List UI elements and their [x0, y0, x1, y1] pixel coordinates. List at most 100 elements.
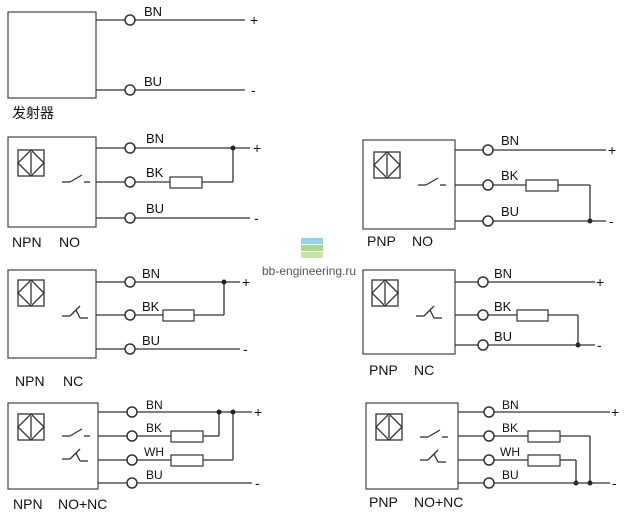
sensor-symbol-icon [17, 279, 45, 307]
terminal-bk [124, 309, 136, 321]
no-switch-icon [418, 177, 446, 186]
pnp-nonc-diagram: BN BK WH BU + - PNP NO+NC [365, 398, 619, 510]
resistor [527, 430, 561, 443]
nc-switch-icon [62, 448, 88, 462]
wire-label-bn: BN [146, 398, 163, 412]
switch-mode: NO+NC [58, 496, 107, 512]
output-type: PNP [367, 233, 396, 249]
terminal-bu [483, 477, 495, 489]
sensor-box [7, 136, 97, 228]
switch-mode: NC [414, 362, 434, 378]
minus-sign: - [609, 213, 614, 229]
sensor-symbol-icon [375, 413, 403, 441]
sensor-symbol-icon [17, 149, 45, 177]
emitter-box [7, 11, 97, 99]
plus-sign: + [611, 404, 619, 420]
resistor [162, 309, 195, 322]
wire-label-bu: BU [502, 468, 519, 482]
minus-sign: - [254, 210, 259, 226]
wire-label-bk: BK [502, 421, 518, 435]
no-switch-icon [62, 174, 90, 183]
emitter-label: 发射器 [12, 105, 54, 121]
terminal-bk [483, 430, 495, 442]
logo-icon [301, 238, 323, 258]
terminal-bu [126, 477, 138, 489]
nc-switch-icon [62, 305, 88, 319]
nc-switch-icon [416, 305, 442, 319]
resistor [170, 430, 204, 443]
switch-mode: NO [59, 234, 80, 250]
wire-label-wh: WH [500, 445, 520, 459]
pnp-no-diagram: BN BK BU + - PNP NO [362, 133, 616, 249]
npn-no-diagram: BN BK BU + - NPN NO [7, 131, 261, 250]
npn-nonc-diagram: BN BK WH BU + - NPN NO+NC [7, 398, 262, 512]
wire-label-bk: BK [501, 168, 519, 183]
resistor [525, 179, 559, 192]
minus-sign: - [255, 475, 260, 491]
resistor [169, 176, 203, 189]
switch-mode: NO+NC [414, 494, 463, 510]
terminal-bn [124, 276, 136, 288]
wire-label-bu: BU [494, 329, 512, 344]
terminal-bn [482, 144, 494, 156]
sensor-symbol-icon [17, 413, 45, 441]
wire-label-bu: BU [146, 468, 163, 482]
output-type: NPN [13, 496, 43, 512]
minus-sign: - [243, 341, 248, 357]
output-type: PNP [369, 362, 398, 378]
terminal-bu [124, 212, 136, 224]
wire-label-bk: BK [142, 299, 160, 314]
plus-sign: + [254, 404, 262, 420]
sensor-box [362, 139, 456, 230]
sensor-box [362, 269, 456, 355]
minus-sign: - [612, 475, 617, 491]
terminal-bn [124, 14, 136, 26]
wire-label-bk: BK [146, 421, 162, 435]
resistor [527, 454, 561, 467]
plus-sign: + [250, 12, 258, 28]
terminal-bk [126, 430, 138, 442]
no-switch-icon [420, 429, 448, 438]
terminal-bu [124, 84, 136, 96]
resistor [516, 309, 549, 322]
terminal-bn [477, 276, 489, 288]
terminal-bk [477, 309, 489, 321]
wire-label-bn: BN [501, 133, 519, 148]
emitter-diagram: BN BU + - 发射器 [7, 4, 258, 121]
npn-nc-diagram: BN BK BU + - NPN NC [7, 266, 250, 389]
terminal-bn [483, 406, 495, 418]
no-switch-icon [62, 428, 90, 437]
wire-label-bk: BK [146, 165, 164, 180]
wire-label-bn: BN [144, 4, 162, 19]
terminal-bu [482, 215, 494, 227]
sensor-symbol-icon [371, 279, 399, 307]
nc-switch-icon [420, 449, 446, 463]
wire-label-bu: BU [501, 204, 519, 219]
terminal-wh [483, 454, 495, 466]
plus-sign: + [596, 274, 604, 290]
terminal-bn [126, 406, 138, 418]
wire-label-bn: BN [146, 131, 164, 146]
output-type: NPN [12, 234, 42, 250]
resistor [170, 454, 204, 467]
terminal-bu [477, 339, 489, 351]
wire-label-bn: BN [502, 398, 519, 412]
plus-sign: + [253, 140, 261, 156]
sensor-box [7, 269, 97, 359]
pnp-nc-diagram: BN BK BU + - PNP NC [362, 266, 604, 378]
switch-mode: NO [412, 233, 433, 249]
minus-sign: - [251, 82, 256, 98]
wire-label-bn: BN [494, 266, 512, 281]
sensor-symbol-icon [373, 151, 401, 179]
wire-label-bk: BK [494, 299, 512, 314]
sensor-box [7, 402, 99, 490]
watermark-text: bb-engineering.ru [262, 264, 356, 278]
wire-label-bu: BU [146, 201, 164, 216]
terminal-bk [124, 176, 136, 188]
wire-label-bu: BU [144, 74, 162, 89]
switch-mode: NC [63, 373, 83, 389]
terminal-wh [126, 454, 138, 466]
wire-label-wh: WH [144, 445, 164, 459]
output-type: PNP [369, 494, 398, 510]
